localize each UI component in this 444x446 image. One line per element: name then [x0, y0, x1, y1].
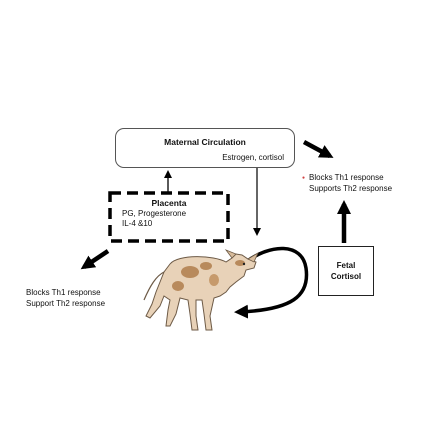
calf-fetal-loop-arrow	[234, 246, 309, 319]
bullet-icon: ●	[302, 175, 306, 181]
maternal-circulation-hormones: Estrogen, cortisol	[222, 153, 284, 162]
placenta-title: Placenta	[151, 198, 187, 208]
fetal-cortisol-line1: Fetal	[336, 261, 356, 270]
placenta-box: Placenta PG, Progesterone IL-4 &10	[108, 192, 230, 242]
placenta-hormones: PG, Progesterone	[122, 209, 187, 218]
maternal-to-right-effects-arrow	[302, 140, 334, 158]
placenta-dashed-border	[108, 191, 230, 243]
right-effect-line1: Blocks Th1 response	[309, 173, 384, 182]
right-effect-line2: Supports Th2 response	[309, 184, 393, 193]
placenta-to-left-effects-arrow	[80, 249, 110, 270]
placenta-cytokines: IL-4 &10	[122, 219, 153, 228]
fetal-cortisol-line2: Cortisol	[330, 272, 362, 281]
fetal-cortisol-box: Fetal Cortisol	[318, 246, 374, 296]
calf-illustration	[143, 249, 259, 331]
left-effect-line1: Blocks Th1 response	[26, 288, 101, 297]
maternal-circulation-title: Maternal Circulation	[164, 137, 246, 147]
maternal-circulation-box: Maternal Circulation Estrogen, cortisol	[115, 128, 295, 168]
left-effect-line2: Support Th2 response	[26, 299, 106, 308]
